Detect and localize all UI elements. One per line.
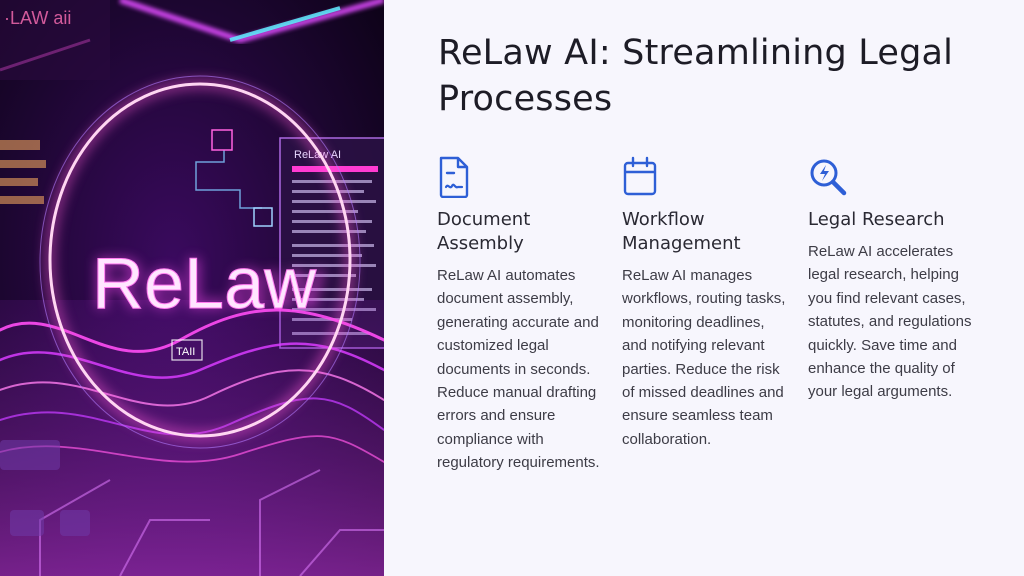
slide-content: ReLaw AI: Streamlining Legal Processes D… [384,0,1024,576]
feature-body: ReLaw AI automates document assembly, ge… [437,267,600,472]
feature-title: Workflow Management [622,209,741,254]
feature-body: ReLaw AI manages workflows, routing task… [622,267,786,448]
hero-badge: TAII [176,346,195,358]
search-icon [808,156,847,198]
feature-card-workflow-management: Workflow Management ReLaw AI manages wor… [622,156,792,451]
hero-image: ·LAW aii ReLaw AI [0,0,384,576]
hero-logo-text: ReLaw [92,244,317,324]
feature-card-document-assembly: Document Assembly ReLaw AI automates doc… [437,156,607,475]
calendar-icon [622,156,657,198]
feature-body: ReLaw AI accelerates legal research, hel… [808,243,972,401]
document-icon [437,156,471,199]
feature-title: Legal Research [808,209,945,230]
hero-illustration: ·LAW aii ReLaw AI [0,0,384,576]
feature-title: Document Assembly [437,209,531,254]
feature-card-legal-research: Legal Research ReLaw AI accelerates lega… [808,156,978,404]
page-title: ReLaw AI: Streamlining Legal Processes [438,33,954,119]
hero-blur-text: ·LAW aii [4,8,71,28]
hero-logo-glow: ReLaw [92,244,325,324]
